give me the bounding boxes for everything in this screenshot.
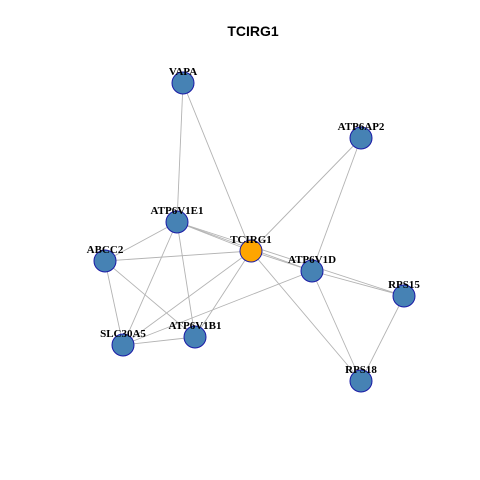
edge-tcirg1-slc30a5	[122, 250, 252, 346]
node-label-atp6v1e1: ATP6V1E1	[151, 205, 204, 217]
node-label-atp6v1d: ATP6V1D	[288, 254, 336, 266]
node-rps18[interactable]	[349, 369, 373, 393]
edge-vapa-tcirg1	[182, 82, 252, 252]
node-label-rps18: RPS18	[345, 364, 377, 376]
edge-slc30a5-atp6v1b1	[122, 336, 196, 346]
edge-atp6v1d-slc30a5	[122, 270, 313, 346]
node-layer	[93, 71, 416, 393]
node-abcc2[interactable]	[93, 249, 117, 273]
edge-rps15-rps18	[360, 295, 405, 382]
edge-tcirg1-atp6v1b1	[194, 250, 252, 338]
node-label-slc30a5: SLC30A5	[100, 328, 146, 340]
edge-atp6v1d-rps15	[311, 270, 405, 297]
edge-layer	[104, 82, 405, 382]
node-label-vapa: VAPA	[169, 66, 197, 78]
node-atp6v1b1[interactable]	[183, 325, 207, 349]
edge-abcc2-atp6v1b1	[104, 260, 196, 338]
edge-atp6ap2-tcirg1	[250, 137, 362, 252]
node-label-atp6ap2: ATP6AP2	[338, 121, 385, 133]
node-slc30a5[interactable]	[111, 333, 135, 357]
node-label-rps15: RPS15	[388, 279, 420, 291]
edge-vapa-atp6v1e1	[176, 82, 184, 223]
edge-atp6v1e1-abcc2	[104, 221, 178, 262]
node-label-atp6v1b1: ATP6V1B1	[169, 320, 222, 332]
node-atp6v1d[interactable]	[300, 259, 324, 283]
node-rps15[interactable]	[392, 284, 416, 308]
node-vapa[interactable]	[171, 71, 195, 95]
edge-atp6v1e1-slc30a5	[122, 221, 178, 346]
edge-tcirg1-rps18	[250, 250, 362, 382]
node-label-abcc2: ABCC2	[87, 244, 124, 256]
node-atp6v1e1[interactable]	[165, 210, 189, 234]
edge-atp6v1d-rps18	[311, 270, 362, 382]
node-tcirg1[interactable]	[239, 239, 263, 263]
edge-atp6ap2-atp6v1d	[311, 137, 362, 272]
node-label-tcirg1: TCIRG1	[230, 234, 272, 246]
edge-abcc2-tcirg1	[104, 250, 252, 262]
node-atp6ap2[interactable]	[349, 126, 373, 150]
edge-atp6v1e1-rps15	[176, 221, 405, 297]
edge-abcc2-slc30a5	[104, 260, 124, 346]
diagram-title: TCIRG1	[227, 23, 279, 39]
